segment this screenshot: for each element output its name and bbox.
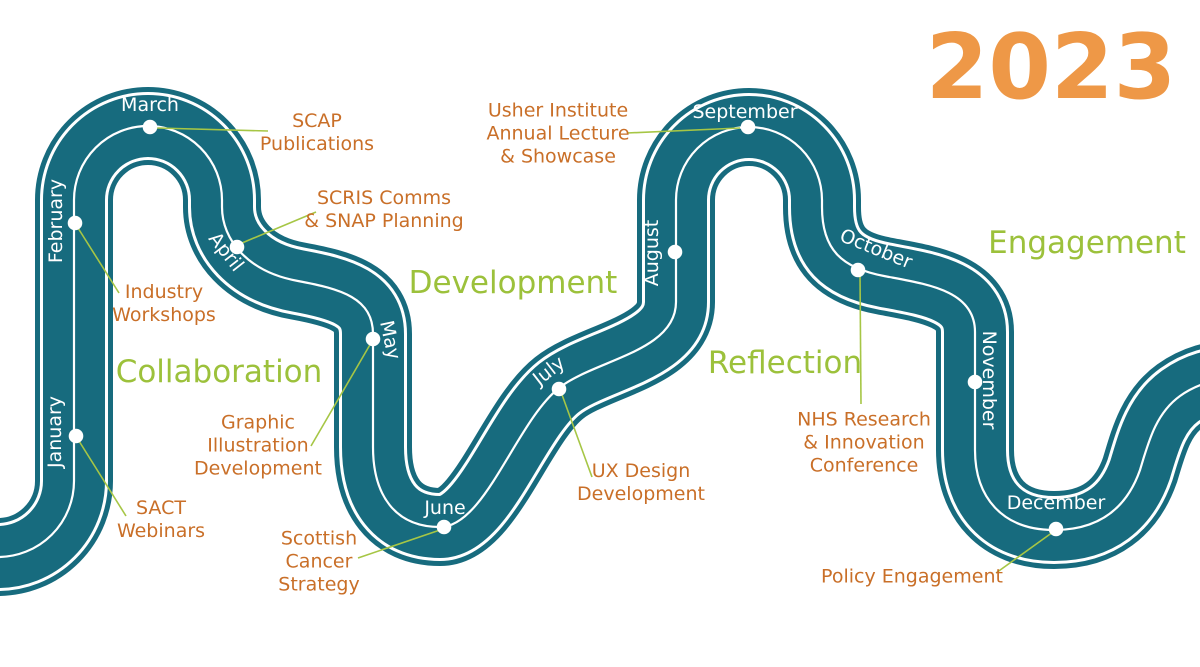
milestone-label-scottish-cancer-strategy: Scottish Cancer Strategy: [278, 527, 360, 596]
month-label-june: June: [423, 497, 465, 519]
leader-line-may: [310, 342, 372, 447]
year-label: 2023: [925, 15, 1177, 120]
milestone-label-industry-workshops: Industry Workshops: [112, 281, 216, 326]
milestone-dot-february: [67, 215, 83, 231]
month-label-september: September: [692, 101, 797, 123]
month-label-december: December: [1007, 492, 1106, 514]
milestone-label-graphic-illustration: Graphic Illustration Development: [194, 411, 322, 480]
leader-line-october: [859, 272, 862, 405]
leader-line-april: [241, 211, 317, 244]
milestone-dot-july: [551, 381, 567, 397]
milestone-label-ux-design: UX Design Development: [577, 460, 705, 505]
month-label-august: August: [641, 220, 663, 287]
milestone-dot-june: [436, 519, 452, 535]
phase-label-engagement: Engagement: [988, 224, 1186, 261]
milestone-dot-august: [667, 244, 683, 260]
milestone-dot-october: [850, 262, 866, 278]
phase-label-development: Development: [408, 264, 618, 301]
month-label-january: January: [44, 396, 66, 469]
milestone-dot-march: [142, 119, 158, 135]
month-label-march: March: [121, 94, 179, 116]
leader-line-june: [357, 529, 441, 559]
leader-line-july: [560, 391, 593, 478]
leader-line-march: [156, 127, 269, 132]
leader-line-december: [995, 531, 1054, 574]
milestone-label-scris-snap: SCRIS Comms & SNAP Planning: [304, 187, 464, 232]
month-label-february: February: [45, 179, 67, 263]
milestone-dot-november: [967, 374, 983, 390]
milestone-label-scap-publications: SCAP Publications: [259, 110, 375, 155]
leader-line-january: [78, 440, 127, 517]
milestone-label-sact-webinars: SACT Webinars: [116, 497, 206, 542]
phase-label-reflection: Reflection: [707, 344, 863, 381]
milestone-label-nhs-research: NHS Research & Innovation Conference: [797, 408, 931, 477]
month-label-november: November: [978, 331, 1000, 430]
phase-label-collaboration: Collaboration: [115, 353, 323, 390]
milestone-dot-january: [68, 428, 84, 444]
milestone-dot-september: [740, 119, 756, 135]
leader-line-september: [626, 127, 741, 134]
milestone-label-policy-engagement: Policy Engagement: [821, 565, 1003, 588]
milestone-label-usher-institute: Usher Institute Annual Lecture & Showcas…: [486, 99, 630, 168]
milestone-dot-december: [1048, 521, 1064, 537]
milestone-dot-april: [229, 239, 245, 255]
leader-line-february: [77, 227, 120, 294]
milestone-dot-may: [365, 331, 381, 347]
